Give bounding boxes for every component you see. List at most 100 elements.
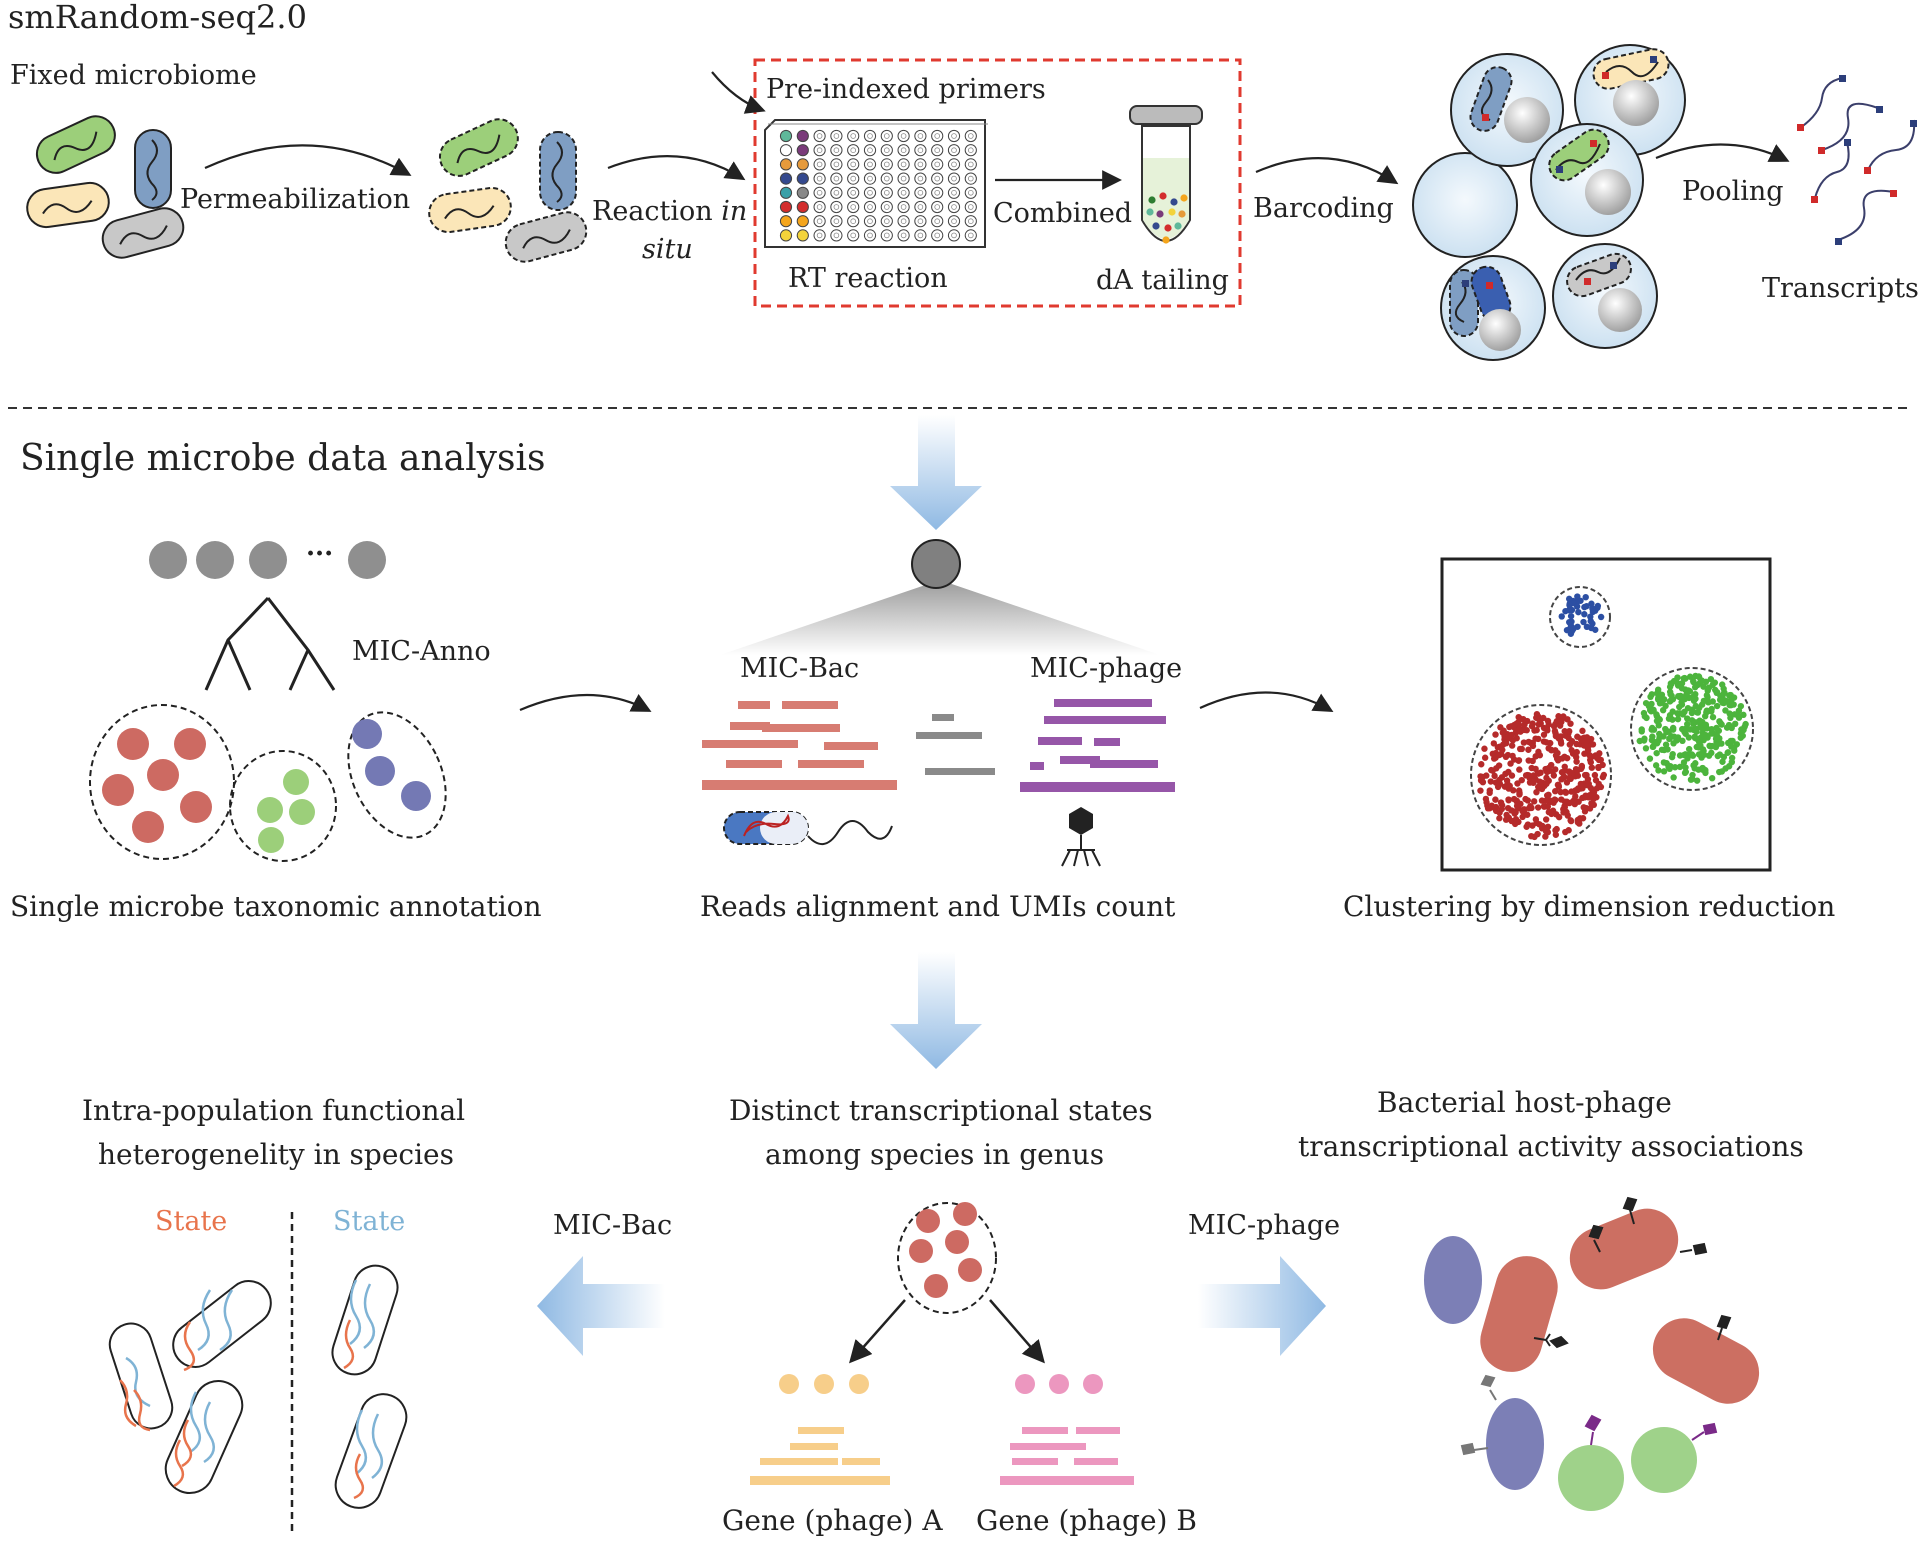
cluster-point bbox=[1496, 780, 1504, 788]
cluster-point bbox=[1574, 772, 1582, 779]
well bbox=[847, 172, 860, 185]
cluster-point bbox=[1535, 748, 1542, 756]
well bbox=[796, 158, 809, 171]
cluster-point bbox=[1699, 764, 1706, 772]
cluster-point bbox=[1510, 787, 1517, 794]
cluster-point bbox=[1737, 730, 1745, 737]
well bbox=[914, 158, 927, 171]
well bbox=[931, 144, 944, 157]
well bbox=[897, 229, 910, 242]
cluster-point bbox=[1693, 735, 1700, 742]
distinct-states-title-line1: Distinct transcriptional states bbox=[729, 1094, 1153, 1127]
cluster-point bbox=[1552, 732, 1560, 740]
cluster-point bbox=[1573, 603, 1581, 610]
mic-phage-bottom-label: MIC-phage bbox=[1188, 1210, 1340, 1241]
cluster-point bbox=[1513, 735, 1520, 742]
cluster-point bbox=[1687, 776, 1695, 783]
cluster-point bbox=[1497, 724, 1504, 731]
cluster-point bbox=[1583, 623, 1591, 631]
cluster-point bbox=[1505, 797, 1512, 804]
well bbox=[863, 229, 877, 242]
cluster-point bbox=[1573, 748, 1580, 756]
heterogeneity-title-line2: heterogenelity in species bbox=[98, 1138, 454, 1171]
cluster-point bbox=[1505, 768, 1512, 776]
cluster-point bbox=[1535, 735, 1542, 743]
cluster-point bbox=[1679, 711, 1687, 718]
cluster-point bbox=[1503, 777, 1511, 784]
well bbox=[847, 186, 860, 199]
mic-bac-bottom-label: MIC-Bac bbox=[553, 1210, 672, 1241]
cluster-point bbox=[1659, 706, 1667, 714]
well bbox=[880, 129, 893, 143]
cluster-point bbox=[1482, 795, 1490, 803]
cluster-point bbox=[1642, 699, 1650, 707]
alignment-caption: Reads alignment and UMIs count bbox=[700, 890, 1176, 923]
bacterium-green bbox=[35, 115, 116, 174]
cluster-point bbox=[1551, 727, 1559, 735]
well bbox=[863, 158, 877, 171]
well bbox=[947, 158, 961, 171]
state-right-label: State bbox=[333, 1206, 405, 1237]
well bbox=[796, 200, 809, 214]
cluster-point bbox=[1562, 788, 1569, 795]
permeabilized-cells bbox=[428, 118, 588, 263]
cluster-point bbox=[1545, 764, 1552, 772]
well bbox=[880, 186, 893, 199]
cluster-point bbox=[1516, 715, 1524, 723]
well bbox=[830, 186, 843, 199]
cluster-point bbox=[1650, 738, 1658, 746]
cluster-point bbox=[1583, 602, 1590, 610]
arrow-to-gene-a bbox=[849, 1299, 906, 1364]
well bbox=[779, 186, 793, 199]
well bbox=[813, 158, 826, 171]
cluster-point bbox=[1572, 765, 1580, 773]
cluster-point bbox=[1698, 677, 1705, 684]
cluster-point bbox=[1666, 698, 1674, 705]
cluster-point bbox=[1667, 763, 1674, 770]
state-transcripts bbox=[119, 1279, 384, 1500]
gene-a-label: Gene (phage) A bbox=[722, 1504, 943, 1537]
cluster-point bbox=[1713, 724, 1720, 732]
cluster-point bbox=[1509, 752, 1516, 760]
cluster-point bbox=[1730, 694, 1738, 701]
phage-icon bbox=[1061, 807, 1101, 867]
cluster-point bbox=[1694, 681, 1701, 689]
well bbox=[947, 172, 961, 185]
well bbox=[897, 200, 910, 214]
cluster-point bbox=[1490, 740, 1498, 747]
cluster-point bbox=[1545, 791, 1552, 798]
cluster-point bbox=[1502, 816, 1510, 823]
cluster-point bbox=[1689, 752, 1697, 759]
cluster-point bbox=[1522, 772, 1530, 779]
tube-dot bbox=[1178, 210, 1186, 218]
cluster-point bbox=[1529, 742, 1537, 750]
well bbox=[914, 215, 927, 228]
cluster-point bbox=[1558, 769, 1566, 776]
cluster-point bbox=[1588, 764, 1596, 771]
cluster-point bbox=[1692, 702, 1700, 710]
cluster-point bbox=[1689, 677, 1697, 685]
cluster-plot bbox=[1440, 557, 1772, 872]
cluster-point bbox=[1591, 771, 1599, 779]
bacterium-blue bbox=[134, 129, 172, 209]
cluster-point bbox=[1552, 788, 1559, 795]
well bbox=[813, 144, 826, 157]
well bbox=[897, 158, 910, 171]
cluster-point bbox=[1548, 810, 1555, 818]
cluster-point bbox=[1685, 734, 1693, 741]
cluster-point bbox=[1530, 798, 1538, 805]
cluster-point bbox=[1547, 746, 1555, 754]
cluster-point bbox=[1565, 607, 1573, 614]
cluster-point bbox=[1587, 759, 1595, 766]
cluster-point bbox=[1581, 794, 1589, 801]
well bbox=[880, 144, 893, 157]
cluster-point bbox=[1702, 731, 1710, 739]
cluster-point bbox=[1523, 823, 1530, 830]
cluster-point bbox=[1568, 738, 1576, 745]
cluster-point bbox=[1540, 731, 1548, 738]
unassigned-reads bbox=[916, 714, 995, 775]
bacterium-icon bbox=[723, 811, 893, 845]
well bbox=[796, 172, 809, 185]
cluster-point bbox=[1566, 775, 1573, 782]
cluster-point bbox=[1536, 718, 1544, 725]
